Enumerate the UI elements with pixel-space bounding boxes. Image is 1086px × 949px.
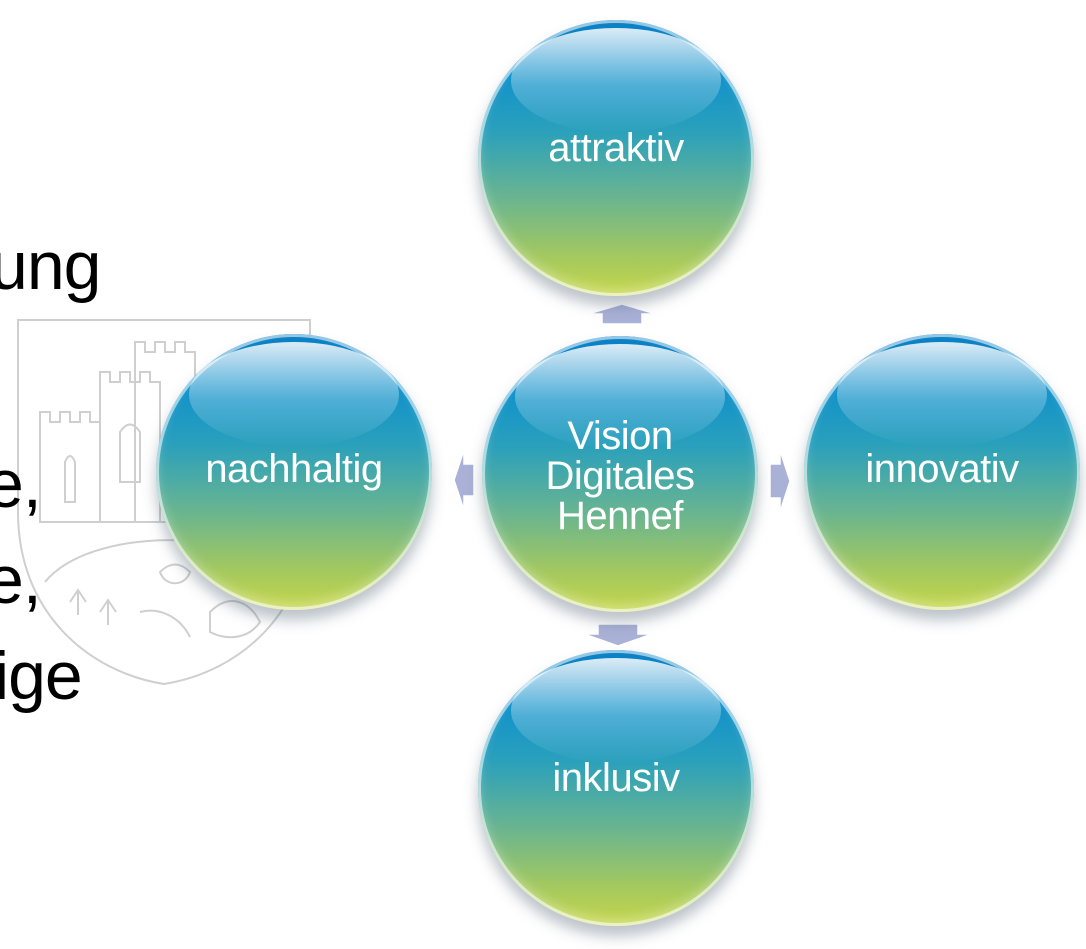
node-left: nachhaltig — [156, 334, 432, 610]
background-text-line-3: e, — [0, 542, 42, 618]
background-text-line-2: e, — [0, 446, 42, 522]
node-center: Vision Digitales Hennef — [482, 336, 758, 612]
node-bottom-label: inklusiv — [552, 756, 680, 800]
arrow-right-icon — [769, 449, 791, 513]
arrow-down-icon — [583, 623, 653, 647]
background-text-line-1: ung — [0, 228, 101, 304]
node-center-label: Vision Digitales Hennef — [545, 414, 695, 538]
node-right: innovativ — [804, 334, 1080, 610]
node-right-label: innovativ — [865, 447, 1019, 491]
node-top-label: attraktiv — [548, 126, 684, 170]
arrow-up-icon — [587, 303, 657, 325]
background-text-line-4: ige — [0, 638, 83, 714]
arrow-left-icon — [453, 449, 475, 511]
node-bottom: inklusiv — [478, 650, 754, 926]
node-top: attraktiv — [478, 20, 754, 296]
node-left-label: nachhaltig — [205, 447, 383, 491]
